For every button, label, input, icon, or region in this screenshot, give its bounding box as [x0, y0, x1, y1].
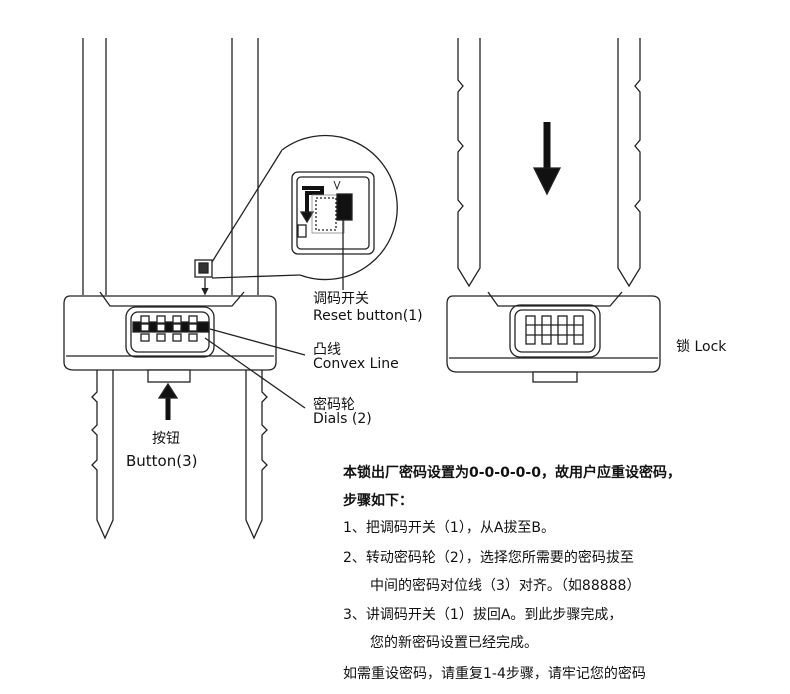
instruction-step-3b: 您的新密码设置已经完成。 — [370, 635, 538, 651]
instruction-step-1: 1、把调码开关（1），从A拔至B。 — [343, 520, 555, 536]
right-lock-closed — [446, 38, 661, 383]
dials-label-en: Dials (2) — [313, 411, 372, 427]
instructions-heading: 步骤如下： — [343, 493, 413, 509]
reset-button-label-en: Reset button(1) — [313, 308, 423, 324]
instruction-step-2b: 中间的密码对位线（3）对齐。（如88888） — [370, 578, 641, 594]
button-label-cn: 按钮 — [152, 431, 180, 447]
instructions-footer: 如需重设密码，请重复1-4步骤，请牢记您的密码 — [343, 666, 646, 682]
instruction-step-2a: 2、转动密码轮（2），选择您所需要的密码拔至 — [343, 550, 634, 566]
instruction-step-3a: 3、讲调码开关（1）拔回A。到此步骤完成， — [343, 607, 623, 623]
button-label-en: Button(3) — [126, 452, 198, 470]
dials-left — [140, 315, 198, 342]
dials-right — [525, 315, 584, 345]
dials-label-cn: 密码轮 — [313, 397, 355, 413]
left-lock-open — [63, 38, 398, 540]
convex-line-label-cn: 凸线 — [313, 342, 341, 358]
convex-line-label-en: Convex Line — [313, 356, 399, 372]
reset-button-label-cn: 调码开关 — [313, 291, 369, 307]
lock-label: 锁 Lock — [676, 339, 727, 355]
instructions-intro: 本锁出厂密码设置为0-0-0-0-0，故用户应重设密码， — [343, 465, 681, 481]
